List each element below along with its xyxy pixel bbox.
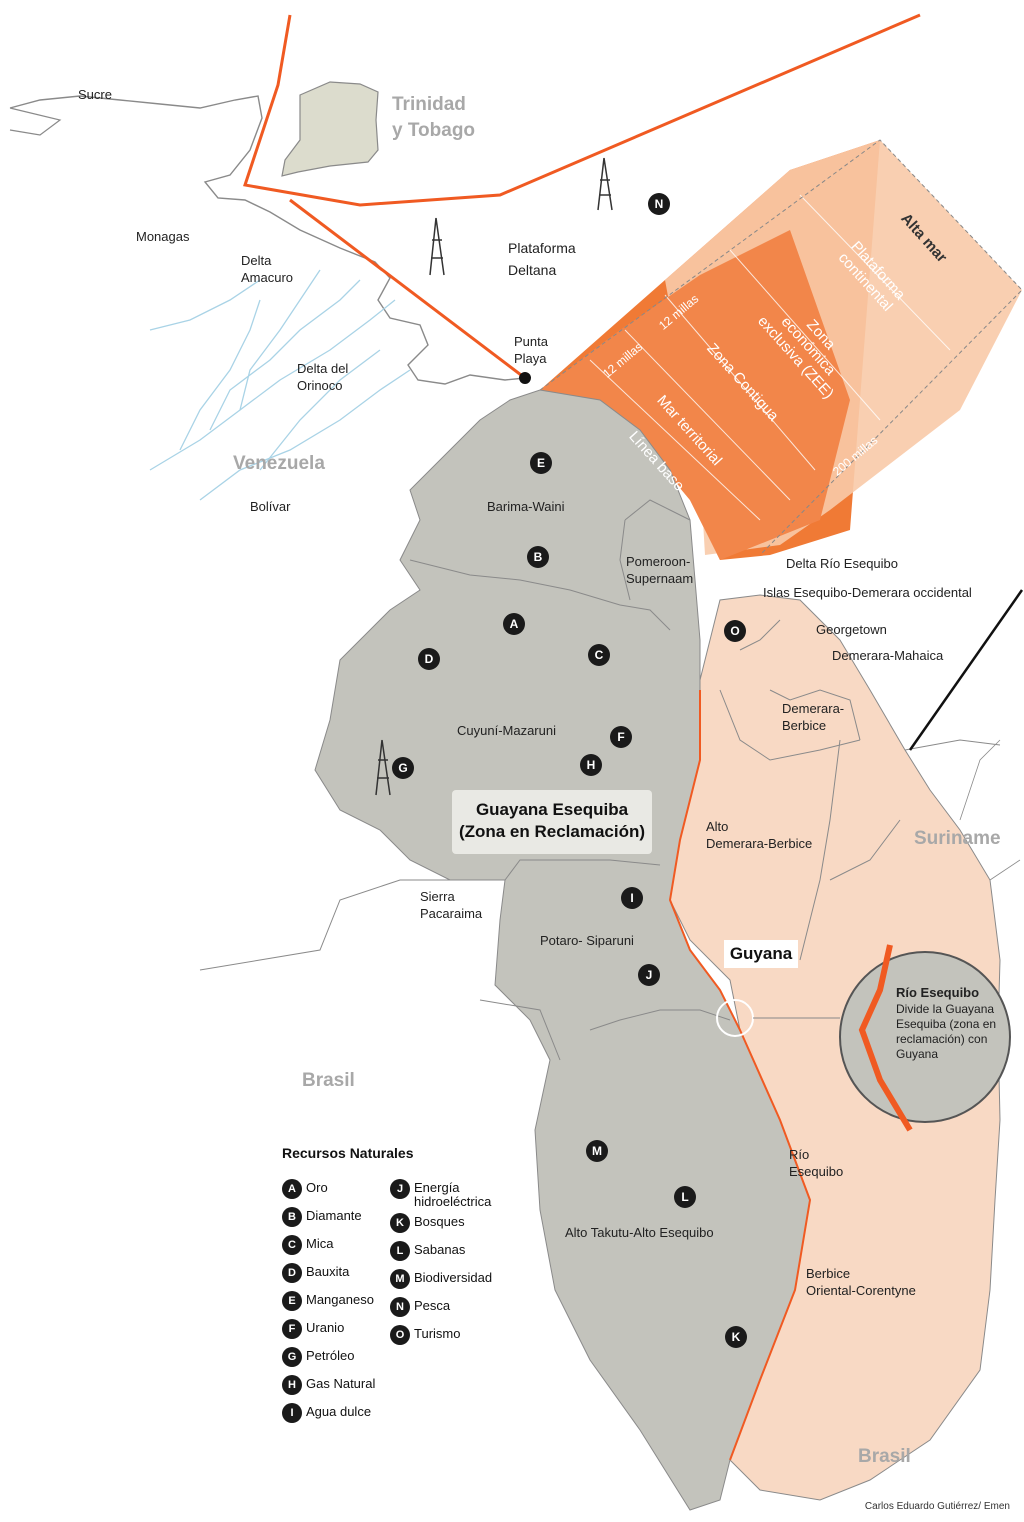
label-brasil-west: Brasil — [302, 1070, 355, 1091]
label-venezuela: Venezuela — [233, 453, 325, 474]
label-trinidad: Trinidad y Tobago — [392, 94, 476, 141]
legend-badge: N — [390, 1297, 410, 1317]
legend-label: Gas Natural — [306, 1376, 376, 1391]
label-alto-takutu: Alto Takutu-Alto Esequibo — [565, 1225, 714, 1240]
marker-j: J — [638, 964, 660, 986]
label-punta-playa: Punta Playa — [514, 334, 548, 366]
region-borders — [409, 499, 901, 1031]
legend-label: Agua dulce — [306, 1404, 372, 1419]
marker-g: G — [392, 757, 414, 779]
legend-label: Mica — [306, 1236, 334, 1251]
legend-label: Uranio — [306, 1320, 345, 1335]
maritime-zone-lines — [589, 194, 951, 521]
label-islas-esequibo: Islas Esequibo-Demerara occidental — [763, 585, 972, 600]
legend-badge: I — [282, 1403, 302, 1423]
marker-n: N — [648, 193, 670, 215]
legend-label: Bauxita — [306, 1264, 350, 1279]
legend-badge: E — [282, 1291, 302, 1311]
legend-label: Bosques — [414, 1214, 465, 1229]
marker-a: A — [503, 613, 525, 635]
label-delta-amacuro: Delta Amacuro — [241, 253, 294, 285]
sucre-peninsula — [9, 107, 62, 136]
label-berbice-oriental: Berbice Oriental-Corentyne — [806, 1266, 916, 1298]
marker-o: O — [724, 620, 746, 642]
label-bolivar: Bolívar — [250, 499, 291, 514]
callout-river — [858, 944, 913, 1132]
legend-badge: G — [282, 1347, 302, 1367]
legend-label: Biodiversidad — [414, 1270, 493, 1285]
red-border-lines — [243, 13, 921, 380]
label-sucre: Sucre — [78, 87, 112, 102]
oil-rig-icon — [375, 157, 613, 796]
trinidad-island — [281, 81, 379, 177]
label-potaro: Potaro- Siparuni — [540, 933, 634, 948]
legend-badge: C — [282, 1235, 302, 1255]
label-sierra-pacaraima: Sierra Pacaraima — [420, 889, 483, 921]
label-georgetown: Georgetown — [816, 622, 887, 637]
legend-label: Manganeso — [306, 1292, 374, 1307]
legend-label: Energía hidroeléctrica — [414, 1180, 492, 1209]
legend-badge: H — [282, 1375, 302, 1395]
legend-badge: D — [282, 1263, 302, 1283]
claim-zone-label: Guayana Esequiba (Zona en Reclamación) — [452, 790, 652, 854]
credit: Carlos Eduardo Gutiérrez/ Emen — [864, 1501, 1010, 1512]
label-alto-demerara: Alto Demerara-Berbice — [706, 819, 813, 851]
black-pointer-line — [908, 589, 1024, 751]
legend-label: Sabanas — [414, 1242, 466, 1257]
label-barima-waini: Barima-Waini — [487, 499, 565, 514]
legend-label: Petróleo — [306, 1348, 355, 1363]
legend-label: Turismo — [414, 1326, 461, 1341]
marker-b: B — [527, 546, 549, 568]
label-cuyuni: Cuyuní-Mazaruni — [457, 723, 556, 738]
maritime-mid — [540, 230, 850, 560]
legend-badge: A — [282, 1179, 302, 1199]
marker-h: H — [580, 754, 602, 776]
label-demerara-berbice: Demerara- Berbice — [782, 701, 845, 733]
callout-title: Río Esequibo — [896, 985, 980, 1000]
venezuela-coastline — [9, 95, 526, 385]
marker-e: E — [530, 452, 552, 474]
marker-c: C — [588, 644, 610, 666]
orinoco-rivers — [149, 269, 411, 501]
callout-body: Divide la Guayana Esequiba (zona en recl… — [896, 1002, 997, 1061]
marker-f: F — [610, 726, 632, 748]
label-demerara-mahaica: Demerara-Mahaica — [832, 648, 944, 663]
guyana-territory — [669, 594, 1001, 1501]
label-suriname: Suriname — [914, 828, 1001, 849]
punta-playa-dot — [519, 372, 531, 384]
esequibo-river — [668, 690, 812, 1461]
label-pomeroon: Pomeroon- Supernaam — [626, 554, 694, 586]
legend-badge: J — [390, 1179, 410, 1199]
label-delta-orinoco: Delta del Orinoco — [297, 361, 349, 393]
neighbor-lines — [199, 739, 1001, 1061]
legend-label: Oro — [306, 1180, 328, 1195]
legend-title: Recursos Naturales — [282, 1145, 414, 1161]
legend-badge: B — [282, 1207, 302, 1227]
legend-badge: L — [390, 1241, 410, 1261]
marker-l: L — [674, 1186, 696, 1208]
legend-label: Pesca — [414, 1298, 451, 1313]
marker-k: K — [725, 1326, 747, 1348]
maritime-dashed-edge — [539, 139, 1023, 556]
label-brasil-south: Brasil — [858, 1446, 911, 1467]
legend-badge: K — [390, 1213, 410, 1233]
marker-m: M — [586, 1140, 608, 1162]
legend-badge: O — [390, 1325, 410, 1345]
label-monagas: Monagas — [136, 229, 190, 244]
legend-badge: M — [390, 1269, 410, 1289]
legend-label: Diamante — [306, 1208, 362, 1223]
marker-i: I — [621, 887, 643, 909]
label-plataforma-deltana: Plataforma Deltana — [508, 240, 576, 278]
rivers-east — [959, 739, 1021, 881]
label-delta-rio-esequibo: Delta Río Esequibo — [786, 556, 899, 571]
legend-badge: F — [282, 1319, 302, 1339]
callout-text: Río Esequibo Divide la Guayana Esequiba … — [896, 985, 1006, 1062]
label-rio-esequibo: Río Esequibo — [789, 1147, 844, 1179]
marker-d: D — [418, 648, 440, 670]
guyana-label: Guyana — [724, 940, 798, 968]
